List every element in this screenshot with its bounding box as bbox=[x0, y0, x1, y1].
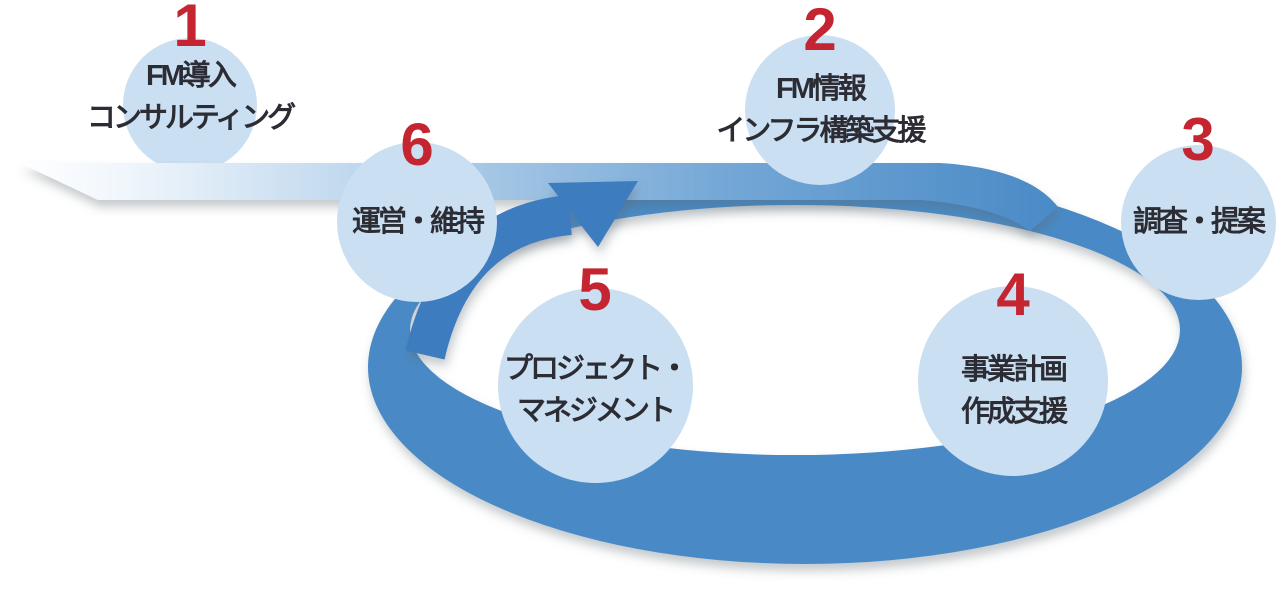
step-label-line: 作成支援 bbox=[960, 396, 1068, 428]
step-1-number: 1 bbox=[173, 0, 207, 59]
step-2-circle bbox=[745, 35, 895, 185]
step-label-line: FM情報 bbox=[776, 72, 867, 105]
step-5-label: プロジェクト・マネジメント bbox=[503, 348, 689, 432]
step-label-line: マネジメント bbox=[516, 395, 676, 427]
step-label-line: インフラ構築支援 bbox=[716, 115, 926, 147]
step-3-label: 調査・提案 bbox=[1132, 201, 1266, 243]
step-label-line: コンサルティング bbox=[86, 102, 296, 134]
step-3-circle bbox=[1120, 144, 1276, 300]
step-6-label: 運営・維持 bbox=[351, 201, 485, 243]
step-3-number: 3 bbox=[1181, 105, 1215, 173]
step-4-number: 4 bbox=[996, 261, 1030, 328]
step-label-line: 調査・提案 bbox=[1132, 205, 1266, 238]
step-label-line: 運営・維持 bbox=[351, 205, 485, 238]
step-4-label: 事業計画作成支援 bbox=[960, 349, 1068, 433]
step-1-circle bbox=[123, 38, 257, 172]
step-5-number: 5 bbox=[578, 255, 612, 323]
step-4-circle bbox=[918, 286, 1108, 476]
step-5-circle bbox=[497, 287, 693, 483]
step-label-line: FM導入 bbox=[146, 59, 237, 92]
step-2-label: FM情報インフラ構築支援 bbox=[716, 68, 926, 152]
step-label-line: 事業計画 bbox=[960, 353, 1068, 386]
cycle-arrow-head bbox=[548, 181, 638, 247]
step-2-number: 2 bbox=[803, 0, 837, 63]
step-label-line: プロジェクト・ bbox=[503, 352, 689, 385]
step-6-circle bbox=[337, 142, 497, 302]
step-1-label: FM導入コンサルティング bbox=[86, 55, 296, 139]
step-6-number: 6 bbox=[400, 111, 434, 178]
